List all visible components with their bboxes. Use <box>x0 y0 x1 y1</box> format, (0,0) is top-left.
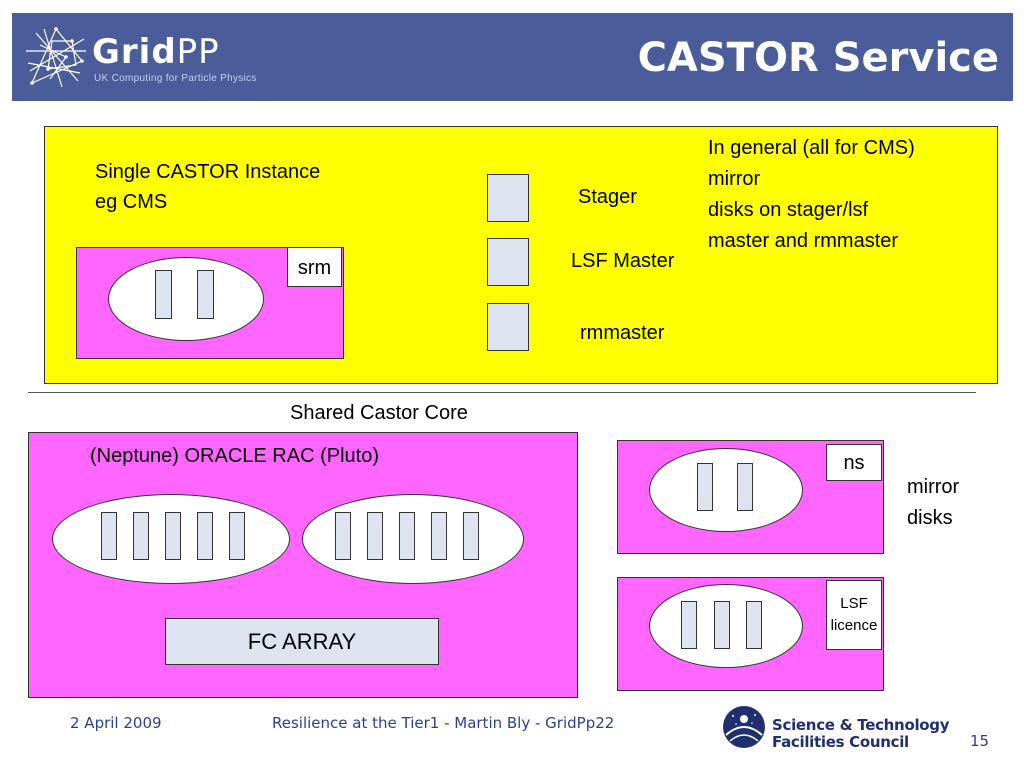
ns-disk <box>697 463 713 511</box>
logo-name-light: PP <box>176 32 220 72</box>
mirror-disks-line: mirror <box>907 476 960 498</box>
instance-title: Single CASTOR Instance <box>95 161 321 183</box>
gridpp-logo-icon <box>26 27 86 88</box>
header-bar: GridPP UK Computing for Particle Physics… <box>12 13 1013 101</box>
pluto-disk <box>335 512 351 560</box>
pluto-disk <box>431 512 447 560</box>
srm-label: srm <box>287 247 342 287</box>
srm-disk <box>197 270 214 319</box>
ns-disk <box>737 463 753 511</box>
pluto-disk <box>463 512 479 560</box>
logo-subtitle: UK Computing for Particle Physics <box>94 73 257 84</box>
pluto-disk <box>399 512 415 560</box>
rmmaster-node <box>487 303 529 351</box>
neptune-disk <box>229 512 245 560</box>
gridpp-wordmark: GridPP <box>92 35 220 69</box>
neptune-disk <box>197 512 213 560</box>
lsf-master-node <box>487 238 529 286</box>
stfc-name: Science & Technology Facilities Council <box>772 716 950 751</box>
lsf-disk <box>681 601 697 649</box>
pluto-disk <box>367 512 383 560</box>
lsf-disk-enclosure <box>649 584 803 668</box>
stager-node <box>487 174 529 222</box>
rmmaster-label: rmmaster <box>580 322 665 344</box>
ns-disk-enclosure <box>649 448 803 532</box>
oracle-rac-label: (Neptune) ORACLE RAC (Pluto) <box>90 445 379 467</box>
page-number: 15 <box>970 732 990 750</box>
logo-name-bold: Grid <box>92 32 177 72</box>
general-note-line: disks on stager/lsf <box>708 199 869 221</box>
lsf-licence-label: LSF licence <box>826 580 882 650</box>
neptune-disk <box>101 512 117 560</box>
lsf-master-label: LSF Master <box>571 250 675 272</box>
ns-label: ns <box>826 444 882 481</box>
lsf-disk <box>746 601 762 649</box>
neptune-disk <box>133 512 149 560</box>
section-divider <box>28 392 976 393</box>
fc-array-box: FC ARRAY <box>165 618 439 665</box>
general-note-line: mirror <box>708 168 761 190</box>
srm-disk-enclosure <box>108 257 264 341</box>
general-note-line: In general (all for CMS) <box>708 137 915 159</box>
footer-date: 2 April 2009 <box>70 714 162 732</box>
lsf-disk <box>714 601 730 649</box>
instance-subtitle: eg CMS <box>95 191 168 213</box>
srm-disk <box>155 270 172 319</box>
stfc-name-line: Science & Technology <box>772 716 950 734</box>
slide-title: CASTOR Service <box>637 35 999 81</box>
stfc-logo-icon <box>723 706 765 748</box>
stager-label: Stager <box>578 186 637 208</box>
general-note-line: master and rmmaster <box>708 230 899 252</box>
lsf-licence-line: licence <box>830 617 878 634</box>
lsf-licence-line: LSF <box>840 595 868 612</box>
stfc-name-line: Facilities Council <box>772 733 909 751</box>
mirror-disks-line: disks <box>907 507 953 529</box>
neptune-disk <box>165 512 181 560</box>
shared-core-label: Shared Castor Core <box>290 402 468 424</box>
footer-talk-title: Resilience at the Tier1 - Martin Bly - G… <box>272 714 615 732</box>
